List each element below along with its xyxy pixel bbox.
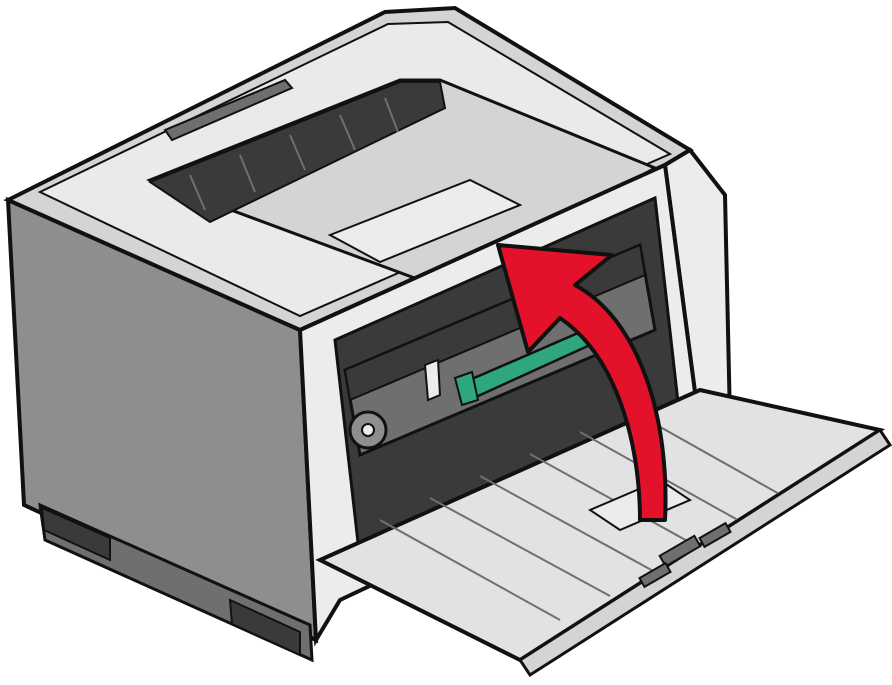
cartridge-gear-hub: [361, 423, 375, 437]
printer-foot: [228, 598, 301, 657]
control-panel-buttons: [638, 521, 732, 589]
control-button: [658, 534, 702, 568]
output-tray-flap: [327, 178, 523, 264]
top-vent: [163, 78, 294, 142]
printer-foot: [40, 506, 111, 562]
control-button: [638, 561, 672, 589]
output-slot-ribs: [189, 97, 399, 211]
cartridge-slot-mark: [423, 358, 442, 402]
control-button: [698, 521, 732, 549]
cartridge-handle-grip: [453, 370, 480, 407]
front-door-edge: [517, 427, 892, 678]
close-door-arrow: [496, 243, 668, 522]
